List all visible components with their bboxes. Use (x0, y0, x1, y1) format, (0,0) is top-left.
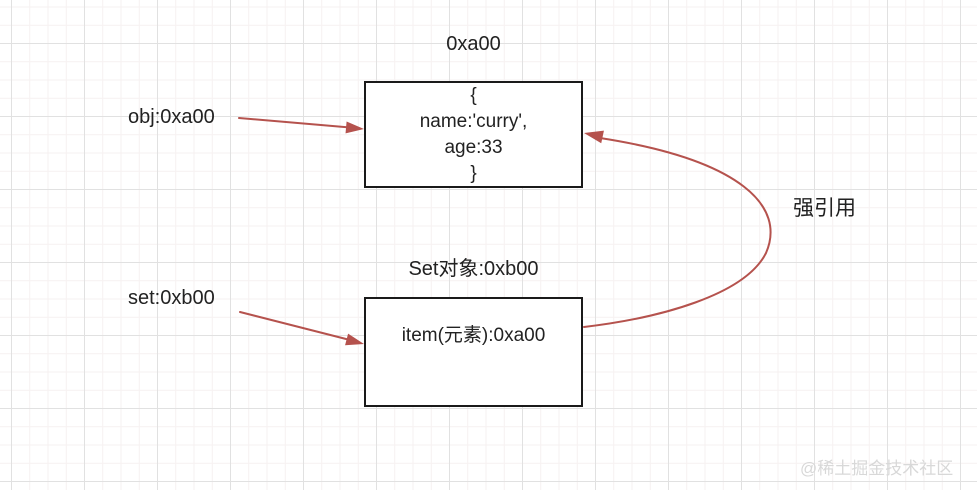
obj-reference-label: obj:0xa00 (128, 106, 215, 128)
set-arrowhead-icon (345, 333, 364, 346)
strong-ref-arrowhead-icon (584, 130, 604, 144)
set-box: item(元素):0xa00 (364, 297, 583, 407)
strong-reference-label: 强引用 (793, 197, 856, 220)
strong-ref-arrow (583, 137, 772, 328)
obj-pointer-arrow (238, 117, 351, 129)
set-reference-label: set:0xb00 (128, 287, 215, 309)
set-pointer-arrow (239, 311, 351, 341)
object-box-title: 0xa00 (446, 33, 501, 55)
object-box: { name:'curry', age:33 } (364, 81, 583, 188)
set-box-item: item(元素):0xa00 (401, 325, 546, 346)
object-box-line: name:'curry', (419, 110, 528, 132)
object-box-line: } (470, 162, 477, 184)
object-box-line: age:33 (444, 136, 503, 158)
juejin-watermark: @稀土掘金技术社区 (800, 459, 954, 478)
obj-arrowhead-icon (345, 121, 364, 134)
object-box-line: { (470, 84, 477, 106)
set-box-title: Set对象:0xb00 (408, 258, 539, 280)
